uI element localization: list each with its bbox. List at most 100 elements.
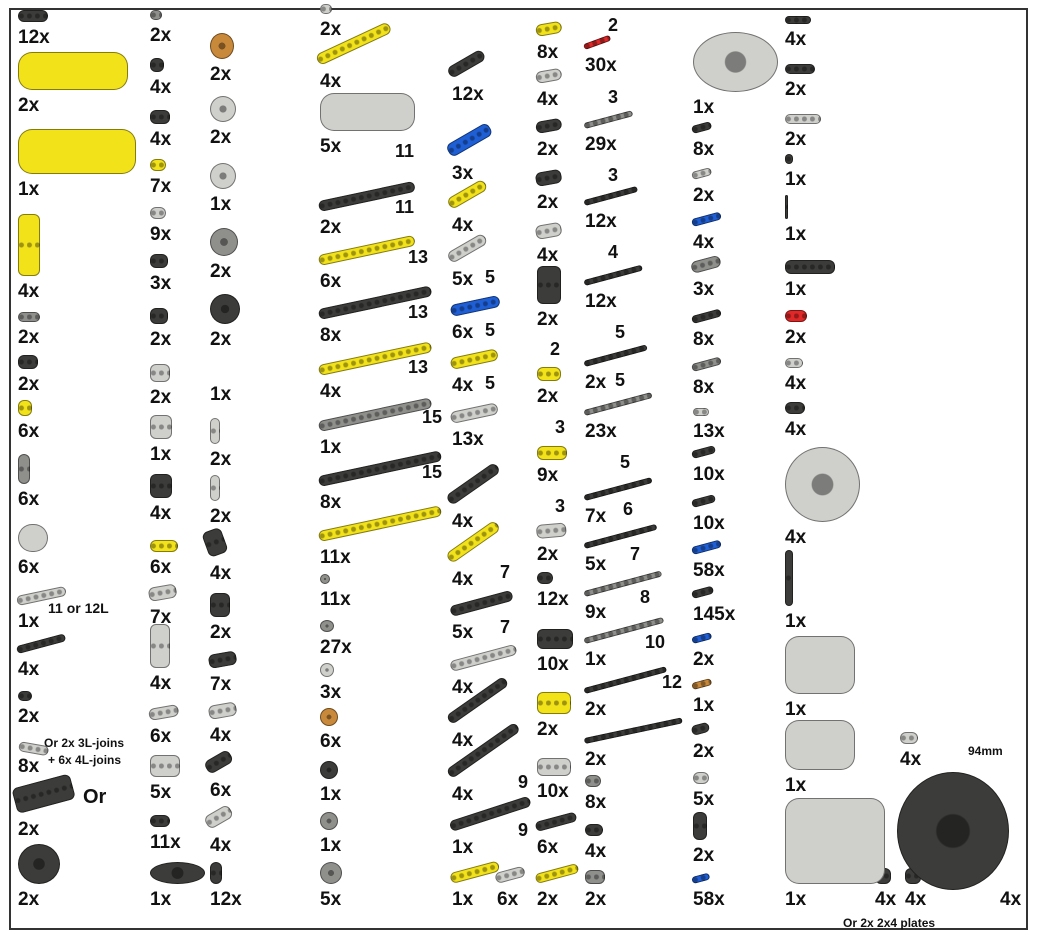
part-quantity: 4x [1000, 889, 1022, 910]
part-quantity: 4x [320, 381, 342, 402]
part-image [693, 772, 709, 784]
part-image [18, 400, 32, 416]
part-image [150, 474, 172, 498]
part-length: 11 [395, 141, 415, 161]
part-quantity: 5x [452, 269, 474, 290]
part-quantity: 9x [537, 465, 559, 486]
part-quantity: 8x [693, 139, 715, 160]
note-or: Or [83, 786, 107, 808]
part-quantity: 2x [210, 329, 232, 350]
part-quantity: 2x [320, 217, 342, 238]
part-length: 5 [615, 322, 626, 342]
part-quantity: 5x [452, 622, 474, 643]
part-image [785, 358, 803, 368]
part-quantity: 2x [18, 327, 40, 348]
part-quantity: 4x [210, 835, 232, 856]
part-image [785, 195, 788, 219]
part-quantity: 4x [150, 77, 172, 98]
part-length: 9 [518, 820, 529, 840]
part-image [785, 720, 855, 770]
part-quantity: 1x [693, 695, 715, 716]
part-quantity: 13x [693, 421, 725, 442]
part-quantity: 2x [150, 25, 172, 46]
part-quantity: 10x [537, 654, 569, 675]
part-image [320, 708, 338, 726]
part-quantity: 5x [320, 889, 342, 910]
part-quantity: 2x [18, 374, 40, 395]
part-quantity: 2x [18, 706, 40, 727]
part-quantity: 1x [320, 784, 342, 805]
part-image [537, 758, 571, 776]
part-length: 2 [550, 339, 561, 359]
part-length: 2 [608, 15, 619, 35]
part-quantity: 1x [150, 444, 172, 465]
part-image [210, 475, 220, 501]
part-quantity: 1x [452, 889, 474, 910]
part-quantity: 10x [693, 513, 725, 534]
part-image [18, 214, 40, 276]
part-image [150, 110, 170, 124]
part-quantity: 2x [693, 845, 715, 866]
part-quantity: 4x [900, 749, 922, 770]
part-quantity: 2x [210, 449, 232, 470]
part-image [897, 772, 1009, 890]
part-image [585, 824, 603, 836]
part-image [150, 159, 166, 171]
part-image [150, 415, 172, 439]
part-quantity: 1x [210, 194, 232, 215]
part-quantity: 9x [585, 602, 607, 623]
part-quantity: 1x [785, 889, 807, 910]
part-quantity: 2x [537, 309, 559, 330]
part-quantity: 3x [150, 273, 172, 294]
part-quantity: 4x [875, 889, 897, 910]
part-image [537, 629, 573, 649]
part-length: 13 [408, 302, 429, 322]
part-length: 11 [395, 197, 415, 217]
part-quantity: 4x [785, 373, 807, 394]
part-image [785, 64, 815, 74]
part-quantity: 2x [693, 649, 715, 670]
part-quantity: 2x [785, 129, 807, 150]
part-image [320, 4, 332, 14]
part-quantity: 2x [537, 889, 559, 910]
part-quantity: 7x [150, 176, 172, 197]
part-quantity: 4x [150, 129, 172, 150]
part-image [537, 692, 571, 714]
part-quantity: 6x [18, 557, 40, 578]
part-quantity: 4x [150, 503, 172, 524]
part-quantity: 2x [585, 749, 607, 770]
part-quantity: 1x [693, 97, 715, 118]
part-quantity: 3x [452, 163, 474, 184]
part-image [210, 862, 222, 884]
part-quantity: 11x [320, 547, 351, 568]
part-quantity: 12x [585, 291, 617, 312]
part-image [150, 364, 170, 382]
part-image [150, 624, 170, 668]
part-image [537, 446, 567, 460]
part-quantity: 2x [18, 95, 40, 116]
part-quantity: 2x [785, 327, 807, 348]
part-quantity: 4x [693, 232, 715, 253]
part-quantity: 13x [452, 429, 484, 450]
part-quantity: 1x [785, 279, 807, 300]
part-quantity: 6x [320, 731, 342, 752]
part-quantity: 7x [585, 506, 607, 527]
part-quantity: 1x [150, 889, 172, 910]
part-length: 13 [408, 357, 429, 377]
part-quantity: 2x [210, 506, 232, 527]
part-image [210, 96, 236, 122]
part-quantity: 2x [585, 372, 607, 393]
part-image [585, 870, 605, 884]
part-image [785, 260, 835, 274]
part-image [320, 620, 334, 632]
part-quantity: 2x [210, 622, 232, 643]
part-image [693, 32, 778, 92]
part-quantity: 7x [210, 674, 232, 695]
frame-border [9, 8, 1028, 930]
part-quantity: 4x [785, 29, 807, 50]
part-image [18, 844, 60, 884]
part-quantity: 4x [537, 89, 559, 110]
part-image [537, 367, 561, 381]
part-quantity: 4x [785, 419, 807, 440]
part-quantity: 2x [537, 192, 559, 213]
